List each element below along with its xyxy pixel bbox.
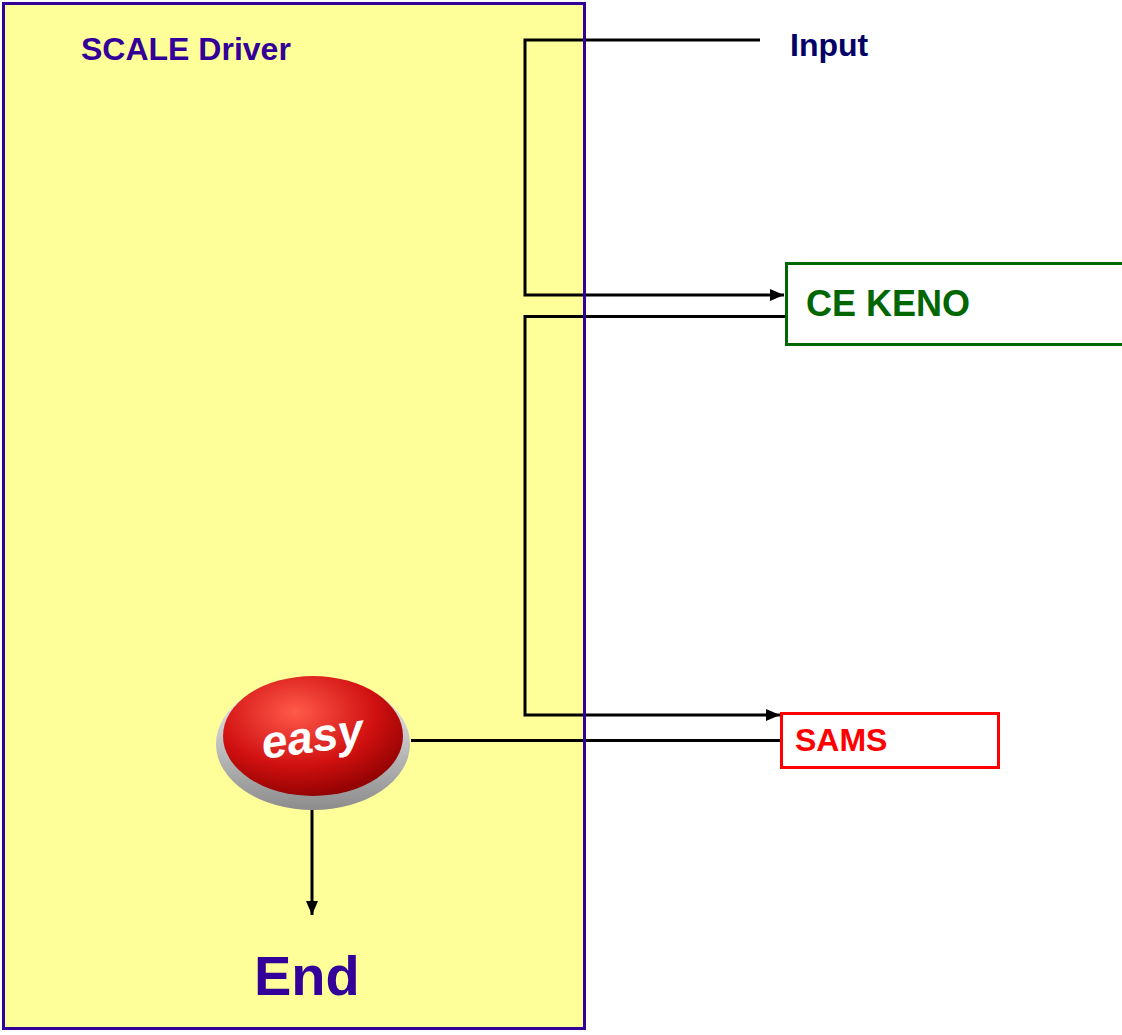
connector: [525, 317, 785, 715]
input-wire: [525, 40, 784, 295]
end-wire: [311, 808, 314, 915]
process-box: CE KENO: [785, 262, 1122, 346]
box-label: CE KENO: [806, 283, 970, 324]
driver-fill: [4, 4, 584, 1028]
button-cap: [223, 676, 403, 796]
easy-button: easy: [215, 672, 411, 812]
end-label: End: [254, 945, 360, 1007]
process-box: SAMS: [780, 712, 1000, 769]
box-label: SAMS: [795, 722, 887, 759]
connector: [411, 739, 780, 742]
input-label: Input: [790, 28, 868, 63]
driver-box: SCALE Driver easy: [2, 2, 586, 1030]
box-heading: SCALE Driver: [81, 31, 291, 68]
